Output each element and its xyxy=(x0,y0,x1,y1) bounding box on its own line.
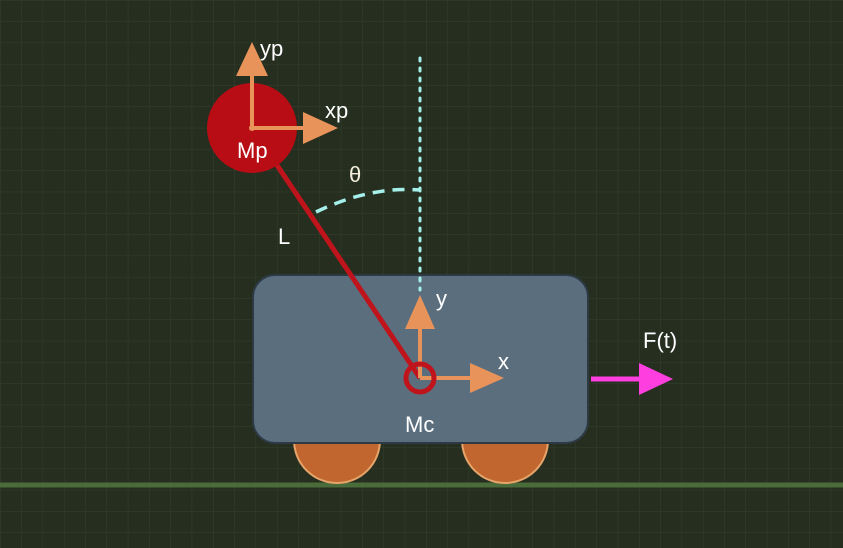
pendulum-y-axis-label: yp xyxy=(260,36,283,61)
cart-y-arrowhead xyxy=(405,295,435,329)
pendulum-rod xyxy=(249,126,423,380)
cart-mass-label: Mc xyxy=(405,412,434,437)
cart-axes xyxy=(405,295,504,393)
rear-wheel xyxy=(292,439,382,484)
force-label: F(t) xyxy=(643,328,677,353)
cart-x-arrowhead xyxy=(470,363,504,393)
pendulum-axes xyxy=(236,42,338,144)
cart-pivot xyxy=(403,361,437,395)
pendulum-x-arrowhead xyxy=(303,112,338,144)
rod-length-label: L xyxy=(278,224,290,249)
cart-y-axis-label: y xyxy=(436,286,447,311)
cart-x-axis-label: x xyxy=(498,349,509,374)
pendulum-y-arrowhead xyxy=(236,42,268,76)
pendulum-x-axis-label: xp xyxy=(325,98,348,123)
front-wheel xyxy=(460,439,550,484)
force-arrow xyxy=(591,363,673,395)
pendulum-mass-label: Mp xyxy=(237,138,268,163)
force-arrowhead xyxy=(639,363,673,395)
angle-label: θ xyxy=(349,162,361,187)
